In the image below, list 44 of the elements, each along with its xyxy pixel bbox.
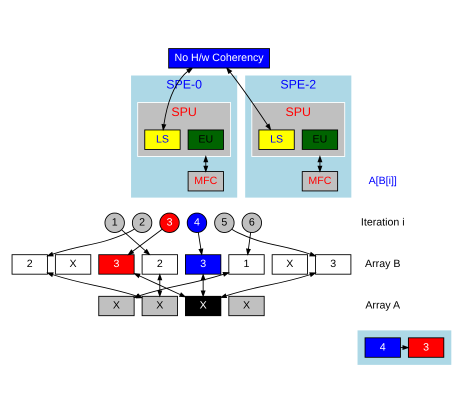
arrow: [232, 228, 317, 256]
arrow: [198, 232, 204, 256]
node-box: X: [54, 254, 92, 274]
node-box: EU: [302, 129, 338, 150]
arrow: [157, 272, 162, 298]
node-circle: 4: [186, 212, 208, 232]
node-box: X: [228, 295, 265, 316]
arrow: [46, 228, 135, 256]
label: Array B: [365, 258, 400, 270]
node-circle: 3: [159, 212, 180, 232]
node-box: X: [272, 254, 308, 274]
cluster: [358, 330, 452, 364]
node-box: MFC: [302, 170, 338, 191]
arrow: [246, 232, 252, 256]
node-box: 3: [98, 254, 135, 274]
arrow: [220, 272, 317, 298]
node-box: 3: [315, 254, 352, 274]
node-box: X: [185, 295, 222, 316]
node-box: No H/w Coherency: [168, 48, 270, 68]
node-box: 2: [142, 254, 178, 274]
node-box: 3: [408, 336, 444, 358]
label: Iteration i: [360, 216, 405, 228]
arrow: [317, 154, 322, 172]
node-box: 3: [185, 254, 222, 274]
node-box: X: [98, 295, 135, 316]
node-circle: 2: [132, 212, 152, 232]
arrow: [121, 229, 150, 255]
arrow: [400, 344, 410, 350]
node-box: 1: [228, 254, 265, 274]
label: Array A: [365, 299, 400, 312]
node-box: LS: [258, 129, 295, 150]
label: A[B[i]]: [368, 174, 397, 186]
node-circle: 6: [242, 212, 262, 232]
node-box: 2: [12, 254, 48, 274]
arrow: [200, 272, 206, 298]
arrow: [226, 66, 272, 130]
node-box: MFC: [188, 170, 224, 191]
node-box: EU: [188, 129, 224, 150]
arrow: [127, 228, 163, 255]
node-circle: 5: [214, 212, 235, 232]
node-box: 4: [364, 336, 401, 358]
node-box: LS: [144, 129, 181, 150]
node-box: X: [142, 295, 178, 316]
node-circle: 1: [104, 212, 125, 232]
